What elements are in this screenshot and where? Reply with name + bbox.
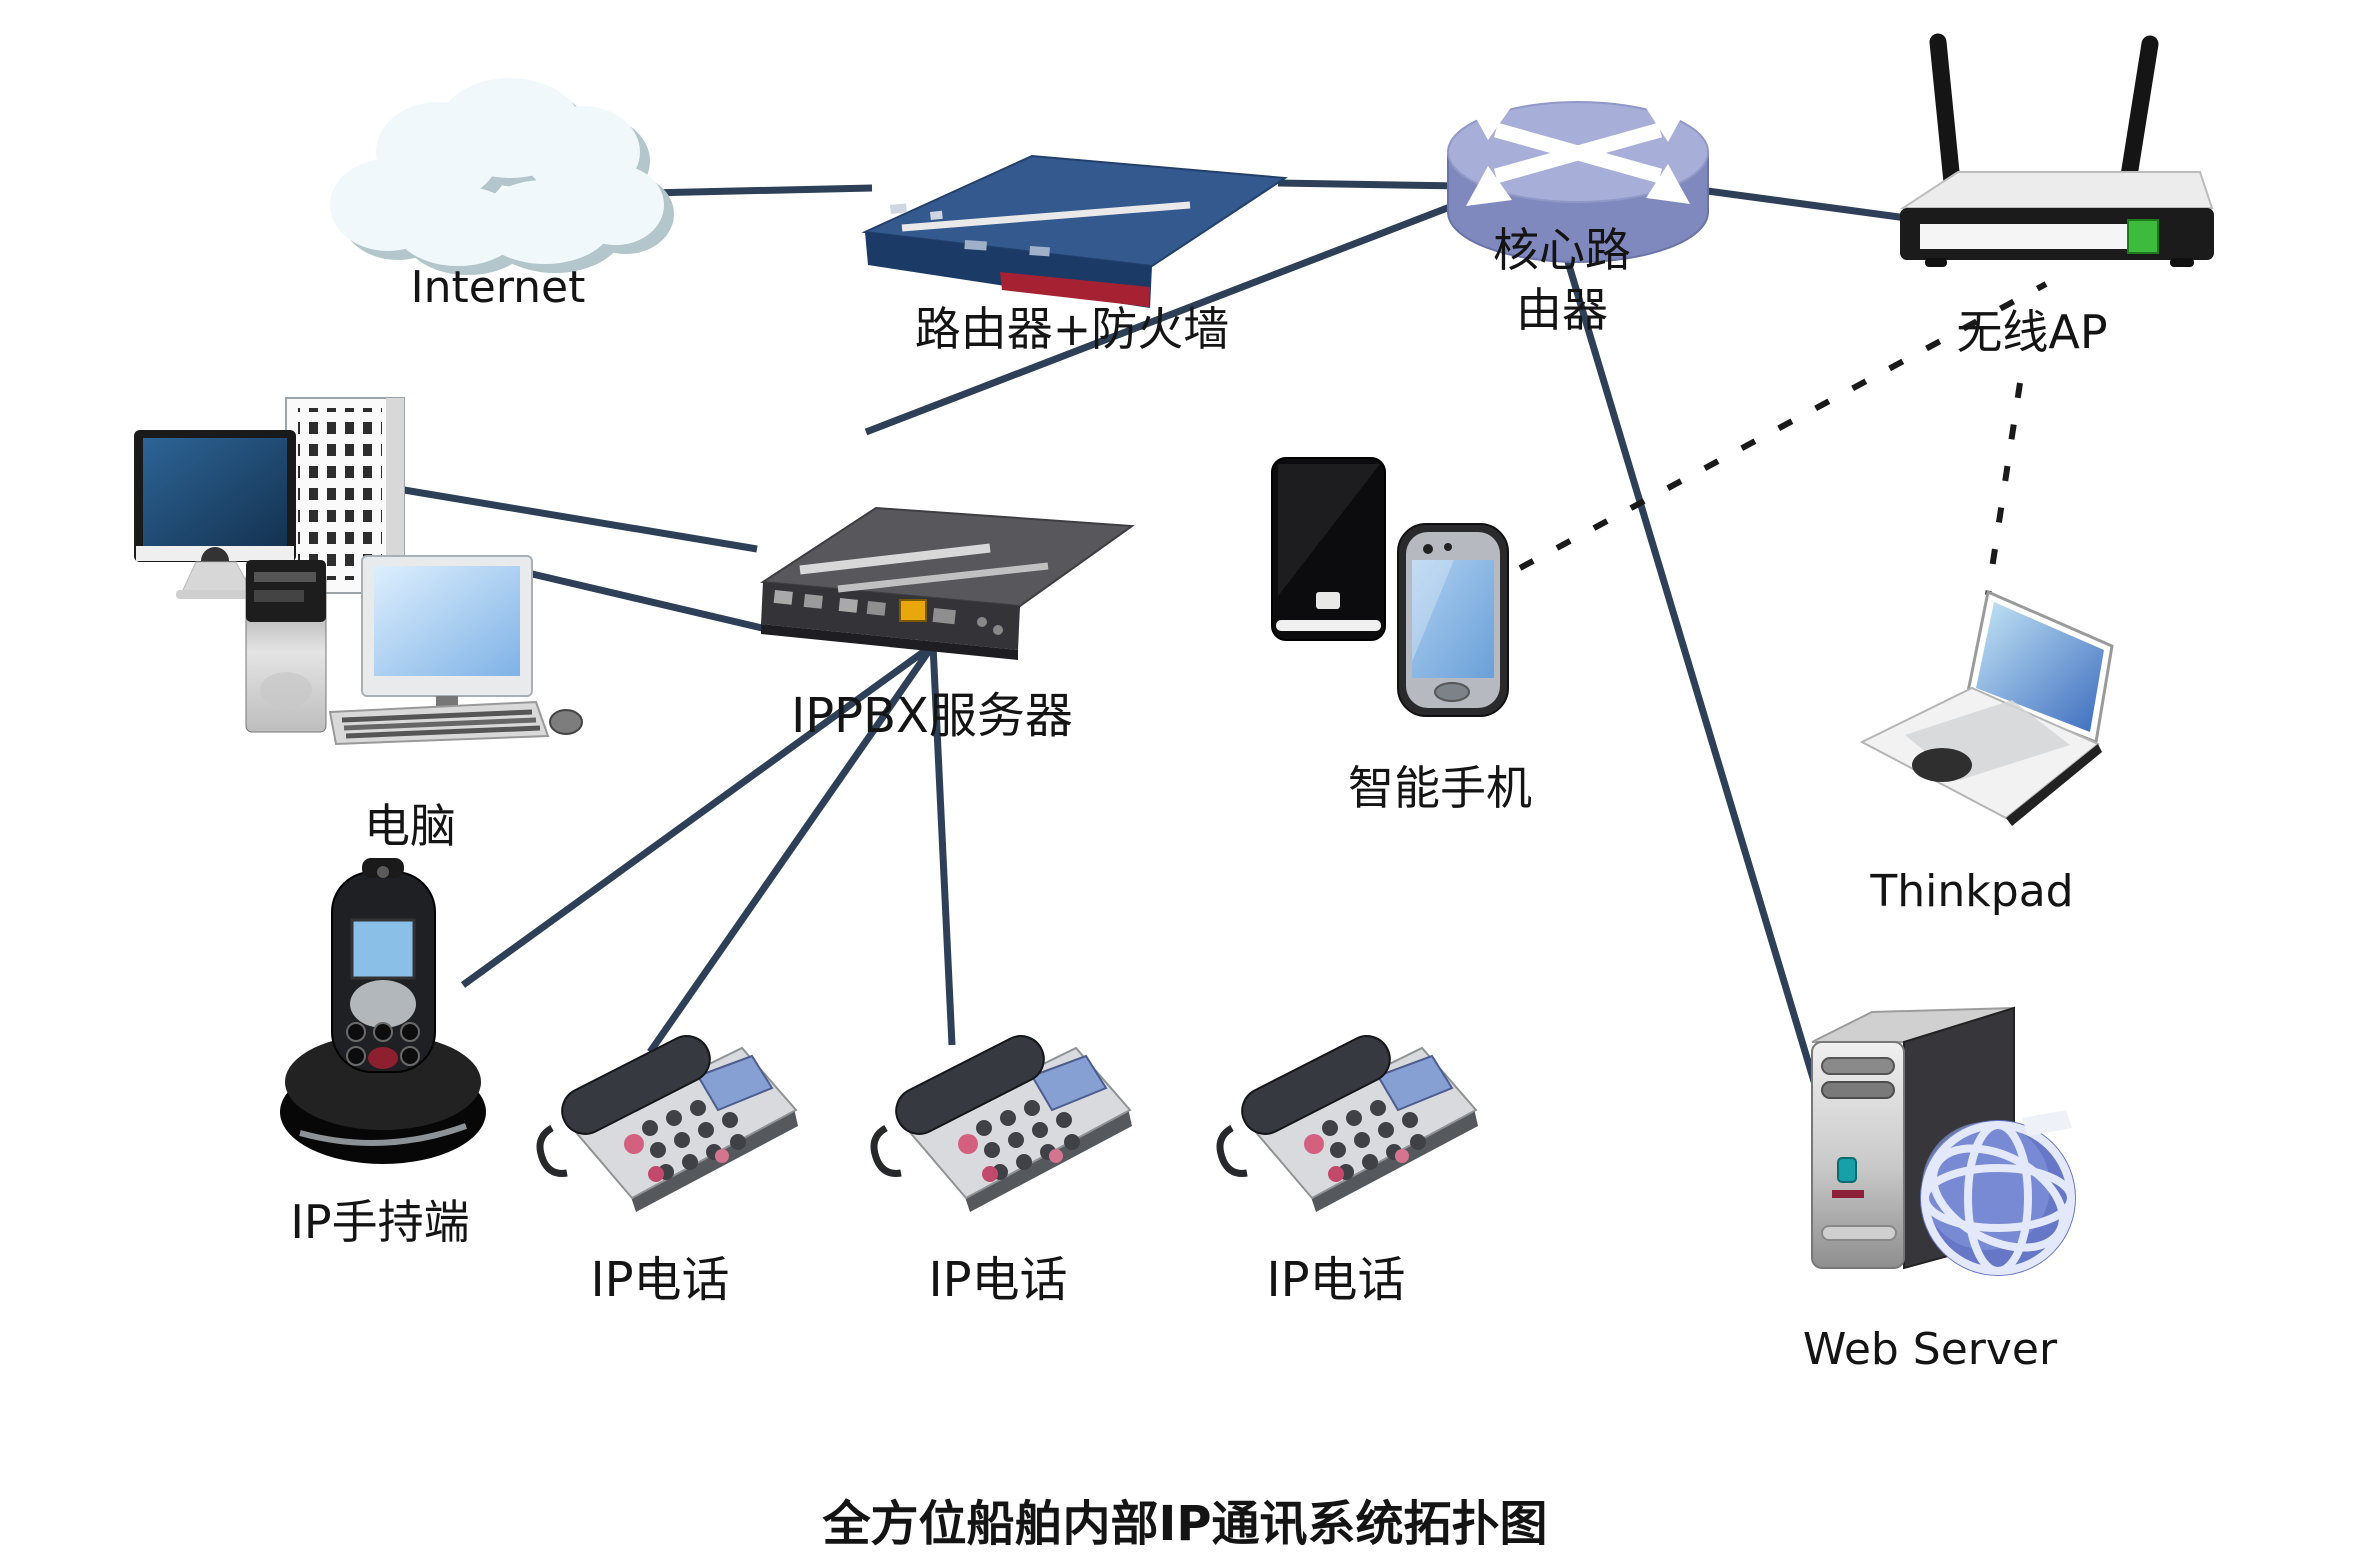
smartphones-label: 智能手机 (1348, 761, 1532, 815)
internet-label: Internet (411, 262, 586, 313)
core-router-label-line2: 由器 (1516, 283, 1608, 337)
thinkpad-laptop (1859, 589, 2114, 826)
router-firewall-label: 路由器+防火墙 (915, 302, 1230, 356)
ippbx-yellow-port (899, 599, 927, 622)
web-server-device (1811, 1006, 2076, 1276)
ap-antenna-left (1929, 33, 1961, 191)
keyboard (328, 700, 583, 746)
handset (331, 858, 436, 1073)
ip-phone-3-label: IP电话 (1266, 1252, 1405, 1308)
core-router-label-line1: 核心路 (1493, 223, 1631, 277)
link-ippbx-phone2 (929, 644, 956, 1046)
ip-phone-2-device (874, 1028, 1132, 1212)
mouse (549, 709, 583, 735)
smartphone-touch (1397, 523, 1509, 717)
computers-group (134, 397, 583, 746)
link-pc1-ippbx (397, 485, 758, 553)
solid-links (397, 179, 1937, 1110)
handset-red-button (368, 1047, 398, 1069)
router-arrows-icon (1466, 100, 1690, 206)
lcd-monitor (361, 555, 533, 720)
ap-antenna-right (2119, 35, 2159, 191)
link-pc2-ippbx (527, 569, 763, 632)
link-ap-thinkpad-dashed (1985, 382, 2023, 596)
server-power-button (1837, 1157, 1857, 1183)
ip-handset-device (280, 858, 486, 1164)
link-corerouter-webserver (1561, 250, 1826, 1110)
handset-screen (350, 918, 416, 980)
link-corerouter-ap (1699, 186, 1937, 226)
link-ippbx-phone1 (647, 643, 936, 1054)
ip-phone-1-device (540, 1028, 798, 1212)
ap-lan-port (2127, 219, 2159, 254)
ippbx-server-device (760, 506, 1135, 660)
computers-label: 电脑 (364, 799, 456, 853)
wireless-ap-device (1899, 33, 2214, 267)
ip-phone-3-device (1220, 1028, 1478, 1212)
wireless-ap-label: 无线AP (1956, 305, 2107, 359)
internet-cloud-icon (330, 78, 674, 275)
link-smartphone-ap-dashed (1518, 281, 2048, 571)
imac-monitor (134, 430, 296, 599)
pc-tower-dark (245, 560, 327, 733)
link-routerfw-corerouter (1277, 179, 1463, 190)
smartphone-black (1271, 457, 1386, 641)
smartphones-group (1271, 457, 1509, 717)
dashed-links (1518, 281, 2048, 596)
firewall-red-stripe (1000, 272, 1150, 307)
link-corerouter-ippbx (864, 196, 1470, 436)
globe-icon (1920, 1110, 2076, 1276)
touchpad (1912, 748, 1972, 782)
ippbx-server-label: IPPBX服务器 (791, 688, 1073, 744)
ip-handset-label: IP手持端 (290, 1195, 469, 1249)
link-internet-routerfw (647, 184, 873, 197)
thinkpad-label: Thinkpad (1869, 866, 2073, 917)
link-ippbx-handset (460, 642, 936, 988)
core-router-icon (1447, 100, 1709, 263)
ip-phone-2-label: IP电话 (928, 1252, 1067, 1308)
diagram-title: 全方位船舶内部IP通讯系统拓扑图 (821, 1496, 1547, 1552)
ip-phone-1-label: IP电话 (590, 1252, 729, 1308)
web-server-label: Web Server (1803, 1324, 2058, 1375)
router-firewall-device (861, 154, 1288, 308)
